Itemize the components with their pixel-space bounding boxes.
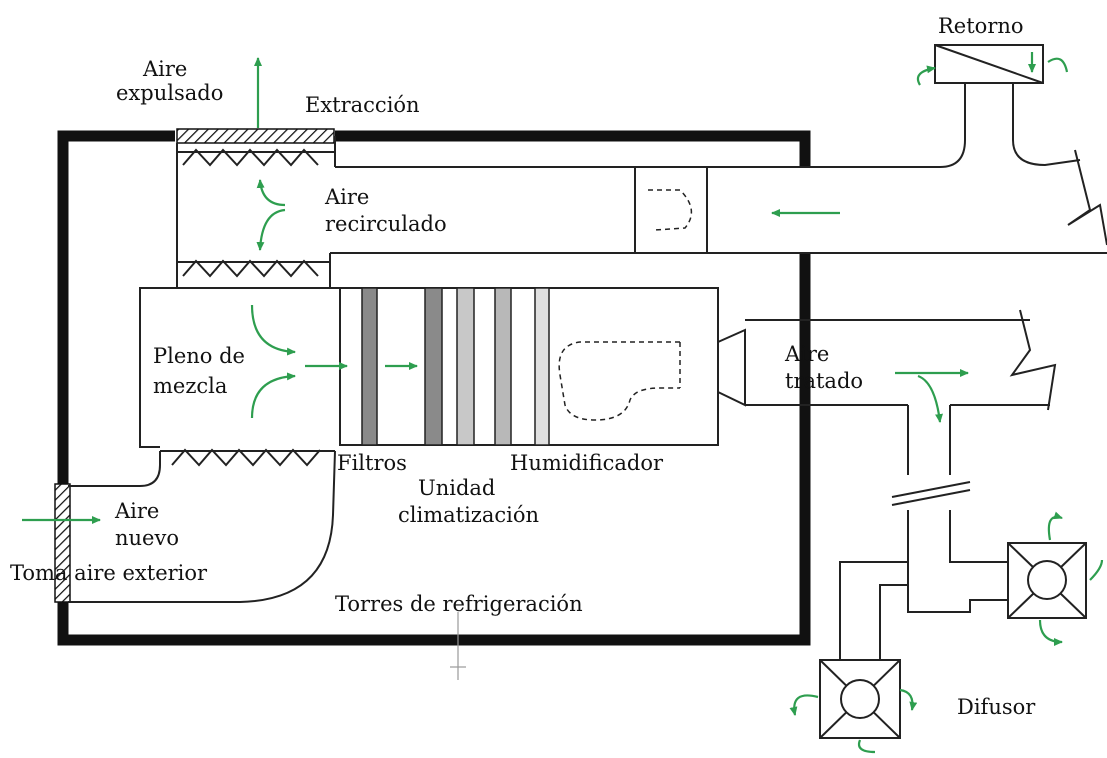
label-aire-expulsado-1: Aire bbox=[142, 57, 187, 81]
fan-housing bbox=[558, 341, 681, 421]
exhaust-grille bbox=[176, 128, 335, 144]
label-difusor: Difusor bbox=[957, 695, 1036, 719]
label-toma: Toma aire exterior bbox=[10, 561, 208, 585]
label-aire-recirculado-2: recirculado bbox=[325, 212, 447, 236]
label-pleno-1: Pleno de bbox=[153, 344, 245, 368]
plenum-arrow-1 bbox=[250, 304, 296, 356]
label-retorno: Retorno bbox=[938, 14, 1024, 38]
intake-grille bbox=[54, 483, 71, 603]
intake-duct bbox=[68, 450, 336, 603]
recirculation-duct bbox=[329, 136, 1107, 288]
flow-arrows bbox=[22, 52, 1104, 754]
label-pleno-2: mezcla bbox=[153, 374, 227, 398]
label-torres: Torres de refrigeración bbox=[335, 592, 583, 616]
label-aire-tratado-2: tratado bbox=[785, 369, 863, 393]
plenum-arrow-2 bbox=[250, 372, 296, 419]
recirc-arrow-down bbox=[256, 208, 286, 251]
filter-1 bbox=[361, 287, 378, 446]
supply-branch-arrow bbox=[917, 374, 943, 423]
diffuser-1 bbox=[1007, 542, 1087, 619]
diffuser-2 bbox=[819, 659, 901, 739]
label-extraccion: Extracción bbox=[305, 93, 420, 117]
coil-3 bbox=[494, 287, 512, 446]
supply-duct bbox=[745, 309, 1057, 660]
label-aire-nuevo-1: Aire bbox=[114, 499, 159, 523]
labels: Retorno Aire expulsado Extracción Aire r… bbox=[10, 14, 1036, 719]
label-unidad-1: Unidad bbox=[418, 476, 495, 500]
label-unidad-2: climatización bbox=[398, 503, 539, 527]
dampers bbox=[160, 148, 335, 467]
air-handling-unit bbox=[339, 287, 746, 446]
label-filtros: Filtros bbox=[337, 451, 407, 475]
label-aire-expulsado-2: expulsado bbox=[116, 81, 223, 105]
label-aire-nuevo-2: nuevo bbox=[115, 526, 179, 550]
mixing-plenum bbox=[139, 287, 340, 448]
label-humidificador: Humidificador bbox=[510, 451, 664, 475]
label-aire-tratado-1: Aire bbox=[784, 342, 829, 366]
coil-1 bbox=[424, 287, 443, 446]
label-aire-recirculado-1: Aire bbox=[324, 185, 369, 209]
coil-2 bbox=[456, 287, 475, 446]
building-wall bbox=[57, 130, 811, 646]
humidifier bbox=[534, 287, 550, 446]
return-duct bbox=[720, 44, 1081, 168]
recirc-arrow-up bbox=[256, 179, 286, 207]
